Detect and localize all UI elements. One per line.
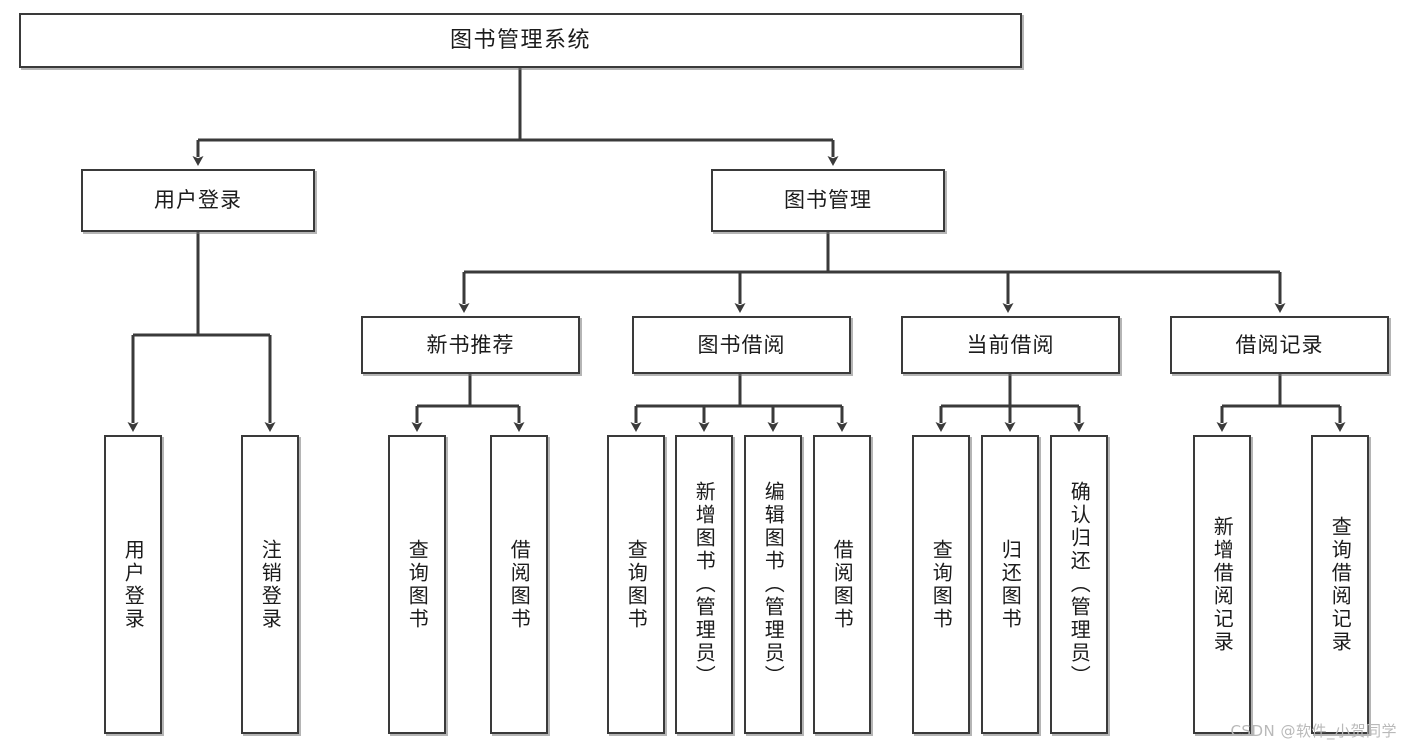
node-label: 注销登录 [258, 538, 283, 631]
watermark-text: CSDN @软件_小贺同学 [1230, 722, 1397, 740]
node-label: 用户登录 [154, 188, 242, 213]
leaf-recommend-query-book[interactable]: 查询图书 [388, 435, 446, 734]
node-label: 归还图书 [998, 538, 1023, 631]
leaf-borrow-add-book-admin[interactable]: 新增图书（管理员） [675, 435, 733, 734]
leaf-current-query-book[interactable]: 查询图书 [912, 435, 970, 734]
node-label: 当前借阅 [966, 332, 1055, 357]
leaf-record-add-record[interactable]: 新增借阅记录 [1193, 435, 1251, 734]
node-label: 编辑图书（管理员） [761, 481, 786, 688]
leaf-record-query-record[interactable]: 查询借阅记录 [1311, 435, 1369, 734]
leaf-user-login-login[interactable]: 用户登录 [104, 435, 162, 734]
node-label: 查询图书 [624, 538, 649, 631]
node-label: 图书管理系统 [449, 27, 591, 53]
node-label: 查询借阅记录 [1328, 515, 1353, 654]
node-label: 新增图书（管理员） [692, 481, 717, 688]
node-borrow-record[interactable]: 借阅记录 [1170, 316, 1389, 374]
node-current-borrow[interactable]: 当前借阅 [901, 316, 1120, 374]
node-label: 查询图书 [929, 538, 954, 631]
leaf-borrow-edit-book-admin[interactable]: 编辑图书（管理员） [744, 435, 802, 734]
leaf-current-confirm-return-admin[interactable]: 确认归还（管理员） [1050, 435, 1108, 734]
leaf-borrow-borrow-book[interactable]: 借阅图书 [813, 435, 871, 734]
leaf-recommend-borrow-book[interactable]: 借阅图书 [490, 435, 548, 734]
node-root-system[interactable]: 图书管理系统 [19, 13, 1022, 68]
node-new-book-recommend[interactable]: 新书推荐 [361, 316, 580, 374]
node-label: 确认归还（管理员） [1067, 481, 1092, 688]
leaf-current-return-book[interactable]: 归还图书 [981, 435, 1039, 734]
node-book-management[interactable]: 图书管理 [711, 169, 945, 232]
node-label: 用户登录 [121, 538, 146, 631]
node-book-borrow[interactable]: 图书借阅 [632, 316, 851, 374]
node-user-login[interactable]: 用户登录 [81, 169, 315, 232]
leaf-user-login-logout[interactable]: 注销登录 [241, 435, 299, 734]
node-label: 借阅图书 [830, 538, 855, 631]
node-label: 新书推荐 [426, 332, 515, 357]
leaf-borrow-query-book[interactable]: 查询图书 [607, 435, 665, 734]
node-label: 查询图书 [405, 538, 430, 631]
node-label: 新增借阅记录 [1210, 515, 1235, 654]
node-label: 图书借阅 [697, 332, 786, 357]
node-label: 借阅记录 [1235, 332, 1324, 357]
node-label: 图书管理 [784, 188, 872, 213]
node-label: 借阅图书 [507, 538, 532, 631]
